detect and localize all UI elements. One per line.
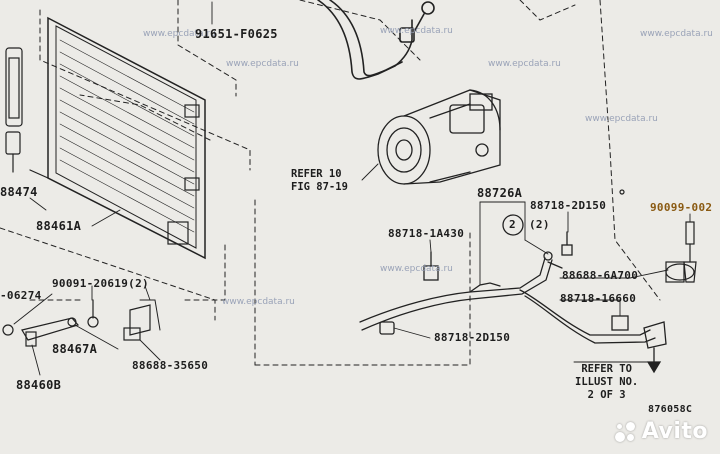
receiver-bracket	[5, 47, 23, 127]
watermark: www.epcdata.ru	[380, 26, 453, 36]
leader-lines	[13, 1, 691, 376]
part-label-88688-6A700: 88688-6A700	[562, 269, 639, 282]
condenser-88461A	[29, 16, 206, 260]
refer-illust-note: REFER TO ILLUST NO. 2 OF 3	[575, 363, 638, 402]
part-label-88461A: 88461A	[36, 219, 82, 233]
bracket-88688-35650	[123, 304, 151, 341]
part-label-88718-1A430: 88718-1A430	[388, 227, 465, 240]
callout-number: 2	[509, 218, 516, 231]
refer-illust-line3: 2 OF 3	[587, 389, 626, 401]
callout-circle	[502, 214, 524, 236]
part-label-88718-16660: 88718-16660	[560, 292, 637, 305]
watermark: www.epcdata.ru	[226, 59, 299, 69]
part-label-90091-20619: 90091-20619(2)	[52, 277, 149, 290]
part-label-88726A: 88726A	[477, 186, 523, 200]
part-label-88718-2D150-bottom: 88718-2D150	[434, 331, 511, 344]
clamp-88688-6A700	[665, 261, 695, 283]
refer-illust-line2: ILLUST NO.	[575, 376, 639, 388]
watermark: www.epcdata.ru	[585, 114, 658, 124]
part-label-91651-F0625: 91651-F0625	[195, 27, 278, 41]
watermark: www.epcdata.ru	[143, 29, 216, 39]
refer-fig-line2: FIG 87-19	[291, 181, 348, 193]
refer-arrow	[646, 347, 662, 374]
bracket-88467A	[21, 317, 80, 347]
watermark: www.epcdata.ru	[488, 59, 561, 69]
avito-watermark: Avito	[614, 419, 708, 444]
discharge-hose	[317, 0, 435, 80]
bolt-06274	[2, 324, 14, 336]
bolt-90091	[87, 299, 99, 328]
compressor	[377, 89, 501, 185]
part-label-88718-2D150-top: 88718-2D150	[530, 199, 607, 212]
pressure-switch-90099	[683, 221, 697, 283]
watermark: www.epcdata.ru	[380, 264, 453, 274]
refer-fig-line1: REFER 10	[291, 168, 342, 180]
part-label-88467A: 88467A	[52, 342, 98, 356]
watermark: www.epcdata.ru	[640, 29, 713, 39]
callout-quantity: (2)	[529, 218, 550, 231]
part-label-88474: 88474	[0, 185, 38, 199]
part-label-88688-35650: 88688-35650	[132, 359, 209, 372]
avito-dots-icon	[614, 420, 638, 444]
diagram-code: 876058C	[648, 404, 693, 415]
part-label-90099-002: 90099-002	[650, 201, 713, 214]
refer-fig-note: REFER 10 FIG 87-19	[291, 168, 348, 194]
desiccant-88474	[5, 131, 21, 173]
part-label-06274: -06274	[0, 289, 42, 302]
avito-logo-text: Avito	[641, 419, 708, 444]
suction-hose	[359, 231, 667, 349]
pointer-mark	[619, 189, 625, 195]
part-label-88460B: 88460B	[16, 378, 62, 392]
watermark: www.epcdata.ru	[222, 297, 295, 307]
refer-illust-line1: REFER TO	[581, 363, 632, 375]
refer-fig-leader	[361, 163, 379, 181]
